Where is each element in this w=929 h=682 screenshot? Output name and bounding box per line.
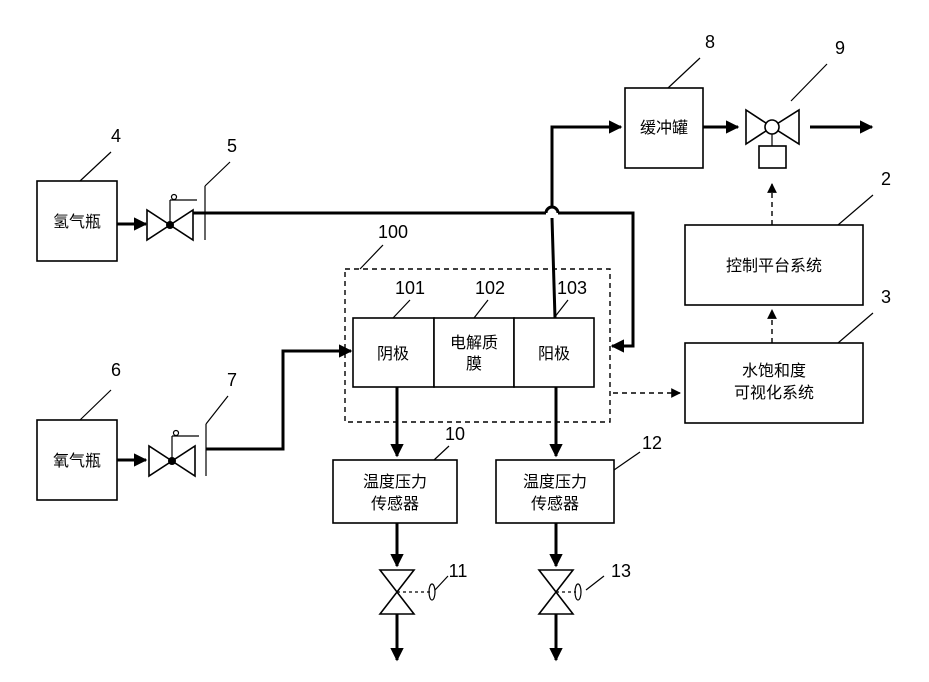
water-saturation-label-2: 可视化系统 [734, 384, 814, 402]
leader-11 [435, 576, 448, 590]
oxygen-bottle-label: 氧气瓶 [53, 452, 101, 470]
leader-10 [434, 446, 449, 460]
callout-5: 5 [227, 136, 237, 156]
callout-12: 12 [642, 433, 662, 453]
water-saturation-visualization-system: 水饱和度 可视化系统 [685, 343, 863, 423]
buffer-tank-label: 缓冲罐 [640, 119, 688, 137]
sensor-anode-label-1: 温度压力 [523, 473, 587, 491]
outlet-valve-cathode [380, 570, 435, 614]
cathode-label: 阴极 [377, 345, 409, 363]
back-pressure-valve [746, 110, 799, 168]
callout-8: 8 [705, 32, 715, 52]
oxygen-bottle: 氧气瓶 [37, 420, 117, 500]
membrane-label-2: 膜 [466, 355, 482, 373]
cathode: 阴极 [353, 318, 434, 387]
callout-6: 6 [111, 360, 121, 380]
sensor-cathode-label-2: 传感器 [371, 495, 419, 513]
leader-2 [838, 195, 873, 225]
water-saturation-label-1: 水饱和度 [742, 362, 806, 380]
callout-100: 100 [378, 222, 408, 242]
callout-9: 9 [835, 38, 845, 58]
anode-label: 阳极 [538, 345, 570, 363]
leader-3 [838, 313, 873, 343]
leader-5 [205, 162, 230, 186]
callout-7: 7 [227, 370, 237, 390]
callout-13: 13 [611, 561, 631, 581]
callout-10: 10 [445, 424, 465, 444]
callout-4: 4 [111, 126, 121, 146]
temp-pressure-sensor-anode: 温度压力 传感器 [496, 460, 614, 523]
leader-12 [614, 452, 640, 470]
hydrogen-bottle-label: 氢气瓶 [53, 213, 101, 231]
sensor-cathode-label-1: 温度压力 [363, 473, 427, 491]
pipe-o2-to-cathode [206, 351, 351, 449]
leader-13 [586, 576, 604, 590]
anode: 阳极 [514, 318, 594, 387]
leader-8 [668, 58, 700, 88]
callout-2: 2 [881, 169, 891, 189]
control-platform-label: 控制平台系统 [726, 257, 822, 275]
leader-101 [393, 300, 410, 318]
leader-7 [206, 396, 228, 424]
callout-102: 102 [475, 278, 505, 298]
leader-6 [80, 390, 111, 420]
leader-4 [80, 152, 111, 181]
leader-102 [474, 300, 488, 318]
hydrogen-bottle: 氢气瓶 [37, 181, 117, 261]
membrane: 电解质 膜 [434, 318, 514, 387]
callout-101: 101 [395, 278, 425, 298]
callout-11: 11 [449, 561, 468, 581]
buffer-tank: 缓冲罐 [625, 88, 703, 168]
temp-pressure-sensor-cathode: 温度压力 传感器 [333, 460, 457, 523]
membrane-label-1: 电解质 [450, 334, 498, 352]
sensor-anode-label-2: 传感器 [531, 495, 579, 513]
callout-103: 103 [557, 278, 587, 298]
outlet-valve-anode [539, 570, 581, 614]
leader-100 [360, 245, 383, 269]
callout-3: 3 [881, 287, 891, 307]
leader-9 [791, 64, 827, 101]
control-platform-system: 控制平台系统 [685, 225, 863, 305]
oxygen-valve [149, 424, 206, 476]
